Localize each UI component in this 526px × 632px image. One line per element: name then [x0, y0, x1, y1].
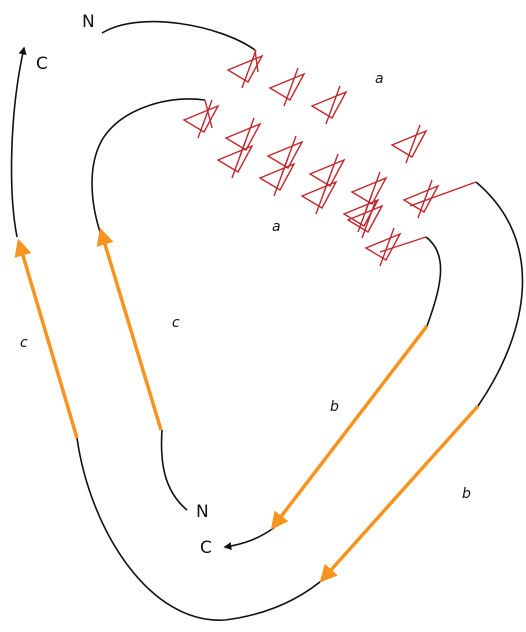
- outer-wire-top-entry: [101, 20, 256, 51]
- coil-winding-tooth: [364, 227, 402, 267]
- outer-wire-bottom: [76, 437, 328, 621]
- coil-winding-tooth: [300, 175, 338, 215]
- segment-b-inner-label: b: [330, 399, 339, 415]
- coil-winding-tooth: [182, 99, 220, 139]
- segment-a-upper-label: a: [375, 71, 384, 87]
- outer-start-label: N: [82, 12, 95, 32]
- outer-wire-left-lead: [10, 46, 27, 238]
- current-arrow-inner-left: [96, 227, 163, 431]
- coil-winding-tooth: [390, 124, 428, 164]
- coil-winding-link: [379, 236, 427, 253]
- coil-winding-tooth: [342, 193, 380, 233]
- segment-c-inner-label: c: [172, 315, 180, 331]
- segment-a-lower-label: a: [272, 219, 281, 235]
- coil-winding-tooth: [268, 67, 306, 107]
- current-arrow-inner-right: [270, 324, 429, 530]
- current-arrow-outer-left: [14, 238, 79, 439]
- segment-b-outer-label: b: [462, 486, 471, 502]
- outer-wire-right: [475, 181, 524, 407]
- coil-winding-link: [204, 99, 213, 129]
- inner-end-label: C: [200, 538, 212, 558]
- coil-winding-tooth: [346, 199, 384, 239]
- coil-windings: [182, 49, 477, 267]
- inner-start-label: N: [196, 502, 209, 522]
- coil-winding-tooth: [310, 85, 348, 125]
- inner-wire-end-lead: [223, 526, 276, 551]
- outer-end-label: C: [36, 54, 48, 74]
- segment-c-outer-label: c: [20, 335, 28, 351]
- inner-wire-right: [425, 236, 442, 327]
- coil-winding-link: [254, 49, 259, 73]
- coil-winding-tooth: [402, 179, 440, 219]
- current-arrow-outer-right: [319, 404, 480, 583]
- inner-wire-bottom-lead: [160, 429, 188, 511]
- coil-winding-tooth: [258, 157, 296, 197]
- coil-winding-tooth: [216, 139, 254, 179]
- coil-winding-link: [409, 181, 477, 207]
- coil-winding-tooth: [226, 49, 264, 89]
- inner-wire-top: [91, 98, 206, 233]
